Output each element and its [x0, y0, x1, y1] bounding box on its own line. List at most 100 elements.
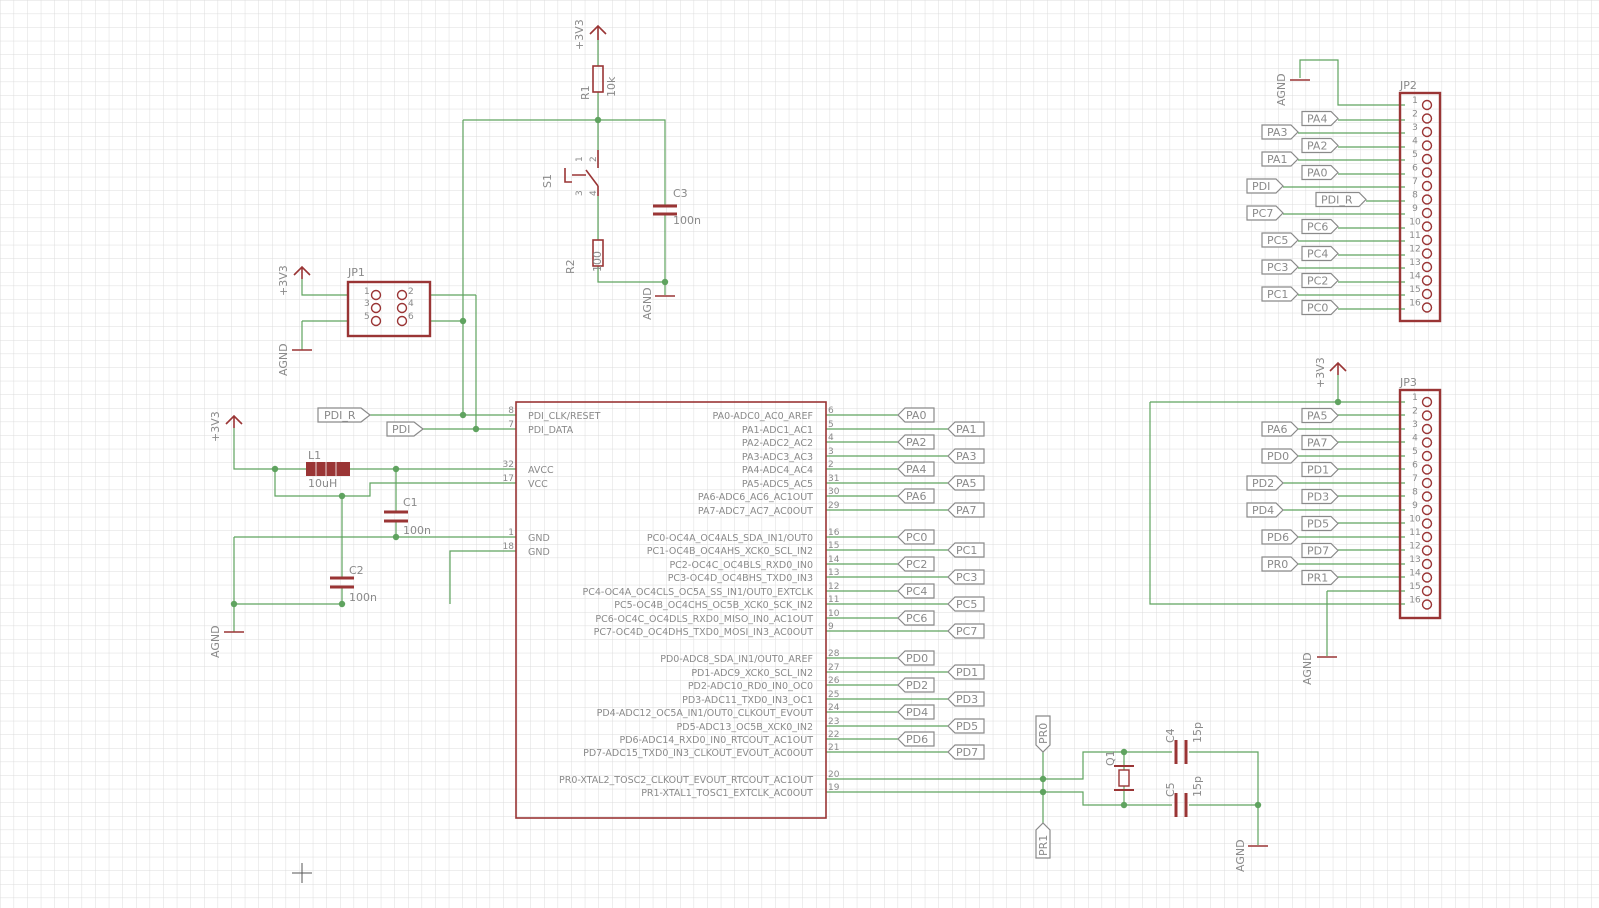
jp2-pin-hole: [1421, 194, 1433, 205]
netlabel-pc5[interactable]: PC5: [1261, 232, 1299, 248]
netlabel-pd0[interactable]: PD0: [1261, 448, 1299, 464]
netlabel-pr0[interactable]: PR0: [1035, 715, 1051, 753]
netlabel-pdi-r[interactable]: PDI_R: [1315, 191, 1367, 208]
netlabel-pa2[interactable]: PA2: [1301, 137, 1339, 154]
netlabel-pd7[interactable]: PD7: [1301, 542, 1339, 559]
netlabel-text: PC5: [956, 598, 977, 611]
netlabel-pa6[interactable]: PA6: [1261, 421, 1299, 437]
mcu-left-pin-name: PDI_CLK/RESET: [528, 411, 601, 422]
netlabel-pc2[interactable]: PC2: [897, 556, 935, 572]
netlabel-pd5[interactable]: PD5: [947, 718, 985, 734]
netlabel-pc4[interactable]: PC4: [1301, 245, 1339, 262]
netlabel-pc0[interactable]: PC0: [1301, 299, 1339, 316]
capacitor-c3[interactable]: C3 100n: [653, 187, 701, 227]
netlabel-pa2[interactable]: PA2: [897, 434, 935, 450]
netlabel-pc6[interactable]: PC6: [1301, 218, 1339, 235]
netlabel-pd2[interactable]: PD2: [897, 677, 935, 693]
netlabel-pa1[interactable]: PA1: [947, 421, 985, 437]
netlabel-pa7[interactable]: PA7: [947, 502, 985, 518]
netlabel-pr1[interactable]: PR1: [1301, 569, 1339, 586]
netlabel-pd6[interactable]: PD6: [897, 731, 935, 747]
c2-value: 100n: [349, 591, 377, 604]
mcu-left-pin-name: PDI_DATA: [528, 425, 574, 436]
netlabel-pd1[interactable]: PD1: [1301, 461, 1339, 478]
netlabel-pd5[interactable]: PD5: [1301, 515, 1339, 532]
jp3-pin-num: 11: [1409, 528, 1420, 538]
netlabel-pc0[interactable]: PC0: [897, 529, 935, 545]
netlabel-pd4[interactable]: PD4: [1246, 502, 1284, 518]
netlabel-pdi-r[interactable]: PDI_R: [317, 407, 371, 423]
capacitor-c4[interactable]: C4 15p: [1164, 722, 1204, 764]
netlabel-pc5[interactable]: PC5: [947, 596, 985, 612]
gnd-label-jp1: AGND: [277, 343, 290, 376]
mcu-right-pin-num: 10: [828, 609, 840, 619]
jp3-pin-num: 5: [1412, 447, 1418, 457]
netlabel-pr0[interactable]: PR0: [1261, 556, 1299, 572]
netlabel-pr1[interactable]: PR1: [1035, 822, 1051, 859]
netlabel-pa6[interactable]: PA6: [897, 488, 935, 504]
jp3-pin-hole: [1421, 437, 1433, 448]
netlabel-pa1[interactable]: PA1: [1261, 151, 1299, 167]
capacitor-c5[interactable]: C5 15p: [1164, 776, 1204, 817]
resistor-r2[interactable]: R2 100: [564, 239, 604, 274]
netlabel-pd4[interactable]: PD4: [897, 704, 935, 720]
netlabel-pa3[interactable]: PA3: [1261, 124, 1299, 140]
jp1-pin-3: 3: [364, 299, 370, 309]
jp3-pin-num: 12: [1409, 542, 1420, 552]
netlabel-text: PA4: [1307, 113, 1327, 126]
mcu-right-pin-name: PD6-ADC14_RXD0_IN0_RTCOUT_AC1OUT: [619, 735, 813, 746]
jp2-pin-hole: [1421, 221, 1433, 232]
netlabel-pc7[interactable]: PC7: [947, 623, 985, 639]
inductor-l1[interactable]: L1 10uH: [306, 449, 350, 490]
mcu-right-pin-name: PC6-OC4C_OC4DLS_RXD0_MISO_IN0_AC1OUT: [595, 614, 813, 625]
netlabel-pd2[interactable]: PD2: [1246, 475, 1284, 491]
mcu-right-pin-name: PA1-ADC1_AC1: [742, 425, 813, 436]
netlabel-pd0[interactable]: PD0: [897, 650, 935, 666]
netlabel-pa5[interactable]: PA5: [1301, 407, 1339, 424]
jp2-pin-hole: [1421, 140, 1433, 151]
header-jp1[interactable]: JP1 1 2 3 4 5 6: [346, 266, 432, 338]
netlabel-pd1[interactable]: PD1: [947, 664, 985, 680]
netlabel-pd3[interactable]: PD3: [947, 691, 985, 707]
jp3-pin-hole: [1421, 396, 1433, 408]
capacitor-c2[interactable]: C2 100n: [330, 564, 377, 604]
mcu-net-labels: PA0PA1PA2PA3PA4PA5PA6PA7PC0PC1PC2PC3PC4P…: [897, 407, 985, 760]
netlabel-text: PD4: [1252, 504, 1274, 517]
netlabel-pc1[interactable]: PC1: [1261, 286, 1299, 302]
netlabel-pc3[interactable]: PC3: [1261, 259, 1299, 275]
netlabel-pa0[interactable]: PA0: [1301, 164, 1339, 181]
netlabel-pc4[interactable]: PC4: [897, 583, 935, 599]
netlabel-pdi[interactable]: PDI: [386, 421, 424, 437]
switch-s1[interactable]: S1 1 2 3 4: [541, 150, 599, 196]
netlabel-pa5[interactable]: PA5: [947, 475, 985, 491]
netlabel-pa4[interactable]: PA4: [1301, 110, 1339, 127]
netlabel-text: PC2: [906, 558, 927, 571]
netlabel-pd3[interactable]: PD3: [1301, 488, 1339, 505]
resistor-r1[interactable]: R1 10k: [579, 65, 618, 100]
jp3-pin-hole: [1421, 464, 1433, 475]
netlabel-pd6[interactable]: PD6: [1261, 529, 1299, 545]
mcu-right-pin-name: PC7-OC4D_OC4DHS_TXD0_MOSI_IN3_AC0OUT: [594, 627, 814, 638]
mcu-right-pin-num: 27: [828, 663, 839, 673]
netlabel-pc1[interactable]: PC1: [947, 542, 985, 558]
jp1-pin-6: 6: [408, 312, 414, 322]
netlabel-pc7[interactable]: PC7: [1246, 205, 1284, 221]
netlabel-pc6[interactable]: PC6: [897, 610, 935, 626]
capacitor-c1[interactable]: C1 100n: [384, 496, 431, 537]
netlabel-pa0[interactable]: PA0: [897, 407, 935, 423]
crystal-q1[interactable]: Q1: [1104, 750, 1134, 791]
netlabel-pc2[interactable]: PC2: [1301, 272, 1339, 289]
netlabel-pa3[interactable]: PA3: [947, 448, 985, 464]
jp2-pin-hole: [1421, 234, 1433, 246]
jp1-name: JP1: [347, 266, 365, 279]
netlabel-pa7[interactable]: PA7: [1301, 434, 1339, 451]
netlabel-pdi[interactable]: PDI: [1246, 178, 1284, 194]
netlabel-pd7[interactable]: PD7: [947, 744, 985, 760]
netlabel-pa4[interactable]: PA4: [897, 461, 935, 477]
supply-symbols: [224, 24, 1347, 847]
netlabel-pc3[interactable]: PC3: [947, 569, 985, 585]
